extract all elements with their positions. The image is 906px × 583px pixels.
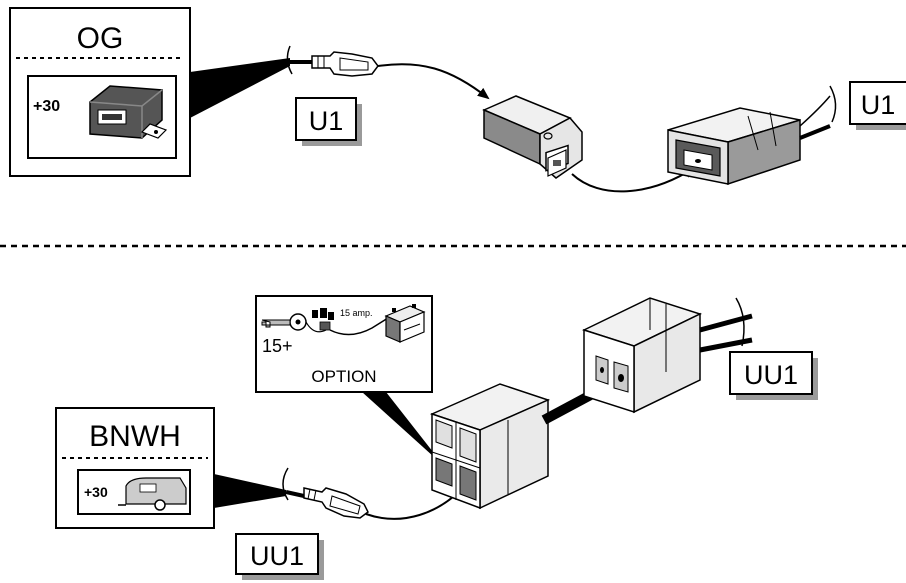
fuse-icon bbox=[305, 308, 334, 333]
heater-module-icon bbox=[89, 85, 168, 139]
top-large-connector bbox=[667, 85, 837, 186]
og-title: OG bbox=[77, 22, 124, 55]
top-terminal-label: U1 bbox=[309, 106, 344, 136]
battery-icon bbox=[384, 304, 426, 343]
top-mate-arrow bbox=[571, 166, 696, 193]
top-connector-label: U1 bbox=[861, 90, 896, 120]
option-label: OPTION bbox=[311, 367, 376, 386]
bnwh-pointer bbox=[214, 474, 286, 508]
option-callout-box: 15 amp. 15+ OPTION bbox=[255, 295, 433, 393]
bottom-terminal-label-box: UU1 bbox=[235, 533, 324, 580]
option-pointer bbox=[362, 392, 444, 466]
amp-label: 15 amp. bbox=[340, 308, 373, 318]
top-connector-label-box: U1 bbox=[849, 81, 906, 130]
top-terminal-label-box: U1 bbox=[295, 97, 362, 146]
bottom-mating-connector bbox=[581, 297, 753, 414]
bnwh-voltage: +30 bbox=[84, 484, 108, 500]
og-pointer bbox=[190, 58, 290, 118]
bottom-connector-label-box: UU1 bbox=[729, 351, 818, 400]
bottom-connector-label: UU1 bbox=[744, 360, 798, 390]
bottom-double-connector bbox=[429, 383, 551, 510]
og-callout-box: OG +30 bbox=[9, 7, 191, 177]
top-insert-arrow bbox=[377, 63, 490, 100]
ignition-label: 15+ bbox=[262, 336, 293, 356]
bnwh-title: BNWH bbox=[89, 420, 181, 453]
bottom-terminal-label: UU1 bbox=[250, 541, 304, 571]
og-voltage: +30 bbox=[33, 98, 60, 115]
ignition-key-icon bbox=[261, 313, 307, 331]
top-spade-terminal bbox=[286, 45, 379, 77]
caravan-icon bbox=[118, 477, 187, 511]
top-small-connector bbox=[482, 95, 583, 179]
bnwh-callout-box: BNWH +30 bbox=[55, 407, 215, 529]
bottom-section: 15 amp. 15+ OPTION BNWH +30 bbox=[55, 295, 818, 580]
top-section: OG +30 bbox=[9, 7, 906, 193]
bottom-spade-terminal bbox=[282, 467, 369, 519]
